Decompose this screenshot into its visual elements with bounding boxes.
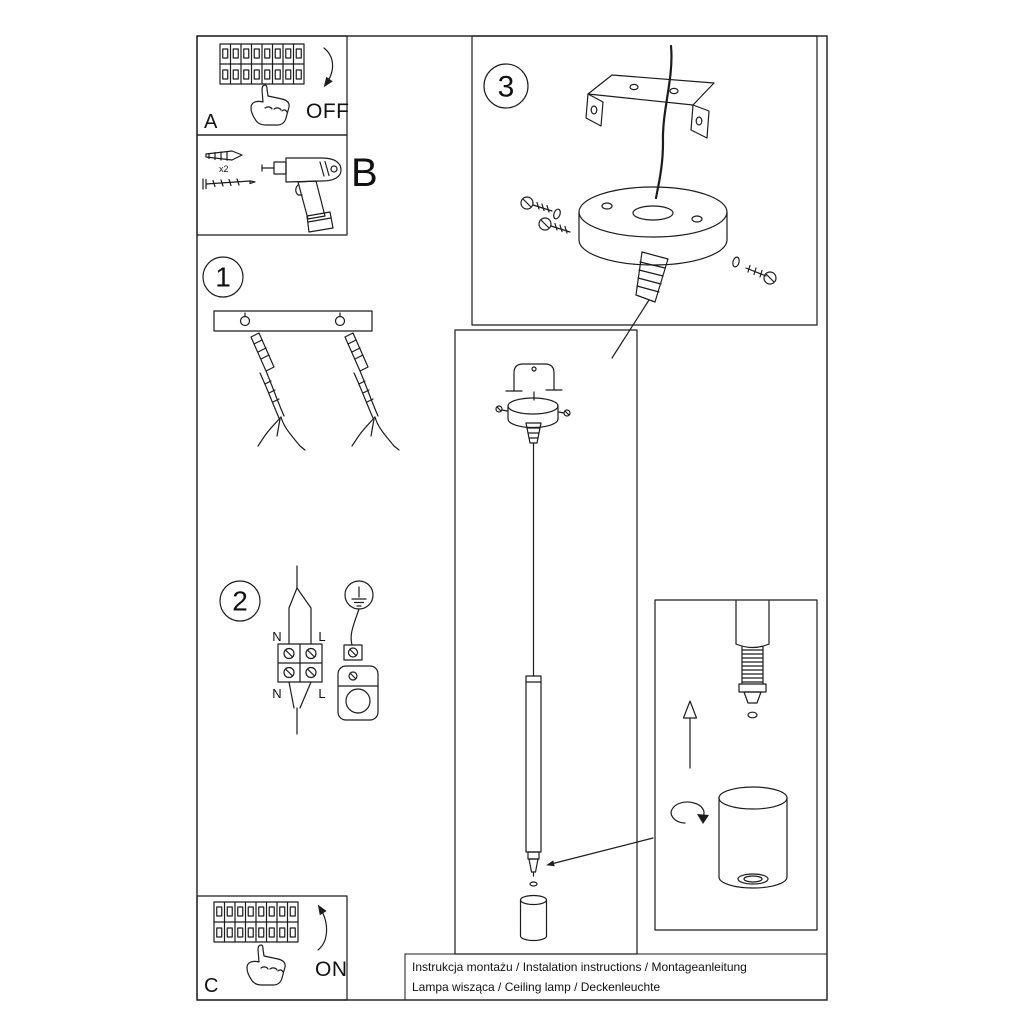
footer-line-1: Instrukcja montażu / Instalation instruc… xyxy=(412,960,747,974)
panel-b-box: x2 B xyxy=(196,134,378,236)
wire-anchor-right-icon xyxy=(344,332,400,451)
detail-leader-arrow xyxy=(546,837,654,867)
panel-c-label: C xyxy=(204,975,218,997)
detail-inset xyxy=(654,599,818,931)
step-1-badge xyxy=(202,256,244,298)
pendant-assembly xyxy=(454,329,654,955)
step-1-section: 1 xyxy=(202,256,400,451)
step-3-inset-box xyxy=(471,35,818,326)
pendant-inset-box xyxy=(454,329,638,955)
switch-on-arrow-icon xyxy=(317,904,328,951)
breaker-panel-icon xyxy=(219,43,305,85)
step-3-section: 3 xyxy=(471,35,818,359)
step-1-number: 1 xyxy=(215,262,231,293)
ceiling-strip xyxy=(213,310,373,332)
wire-label-n-top: N xyxy=(272,629,281,644)
switch-off-arrow-icon xyxy=(323,47,334,88)
panel-b-label: B xyxy=(351,151,378,195)
terminal-block xyxy=(277,643,323,683)
supply-wires xyxy=(288,565,312,735)
panel-a-box: OFF A xyxy=(196,35,350,136)
footer-line-2: Lampa wisząca / Ceiling lamp / Deckenleu… xyxy=(412,980,660,994)
lamp-shade xyxy=(718,786,788,889)
wire-anchor-left-icon xyxy=(250,332,306,451)
step-3-badge xyxy=(483,63,529,109)
earth-symbol-icon xyxy=(344,580,374,646)
step-2-number: 2 xyxy=(232,586,248,617)
wire-label-l-bottom: L xyxy=(318,686,325,701)
canopy xyxy=(578,186,728,266)
panel-a-label: A xyxy=(204,111,218,133)
wall-plug-icon xyxy=(205,150,243,161)
step-3-number: 3 xyxy=(498,71,515,104)
wire-label-l-top: L xyxy=(318,629,325,644)
supply-cable xyxy=(654,44,673,200)
tube-thread-detail xyxy=(735,600,770,719)
panel-c-box: ON C xyxy=(196,895,348,1001)
step-2-section: 2 N L N L xyxy=(219,565,379,735)
footer: Instrukcja montażu / Instalation instruc… xyxy=(404,953,828,1001)
ceiling-bracket-small xyxy=(505,363,563,401)
pendant-tube xyxy=(525,675,542,887)
drill-icon xyxy=(261,157,342,233)
cable-clamp-icon xyxy=(337,665,379,721)
panel-a-switch-state: OFF xyxy=(306,100,350,123)
step-2-badge xyxy=(219,580,261,622)
breaker-panel-icon xyxy=(213,901,299,943)
callout-leader-line xyxy=(611,299,650,359)
rotate-arrow-icon xyxy=(670,801,709,824)
canopy-screws-left-icon xyxy=(520,196,571,234)
pointing-hand-icon xyxy=(250,84,290,126)
detail-inset-box xyxy=(654,599,818,931)
strain-relief-cone-small xyxy=(525,422,542,444)
mounting-screw-icon xyxy=(202,178,256,190)
strain-relief-cone xyxy=(635,251,669,303)
panel-b-anchor-count: x2 xyxy=(219,164,229,174)
earth-terminal xyxy=(343,644,363,661)
wire-label-n-bottom: N xyxy=(272,686,281,701)
up-arrow-icon xyxy=(682,700,698,769)
pointing-hand-icon xyxy=(246,944,286,986)
sheet-border xyxy=(196,35,828,1001)
mounting-bracket xyxy=(585,74,715,139)
panel-c-switch-state: ON xyxy=(315,958,348,981)
bulb-tube xyxy=(519,894,548,942)
canopy-screws-right-icon xyxy=(732,256,777,285)
canopy-small xyxy=(495,397,571,429)
